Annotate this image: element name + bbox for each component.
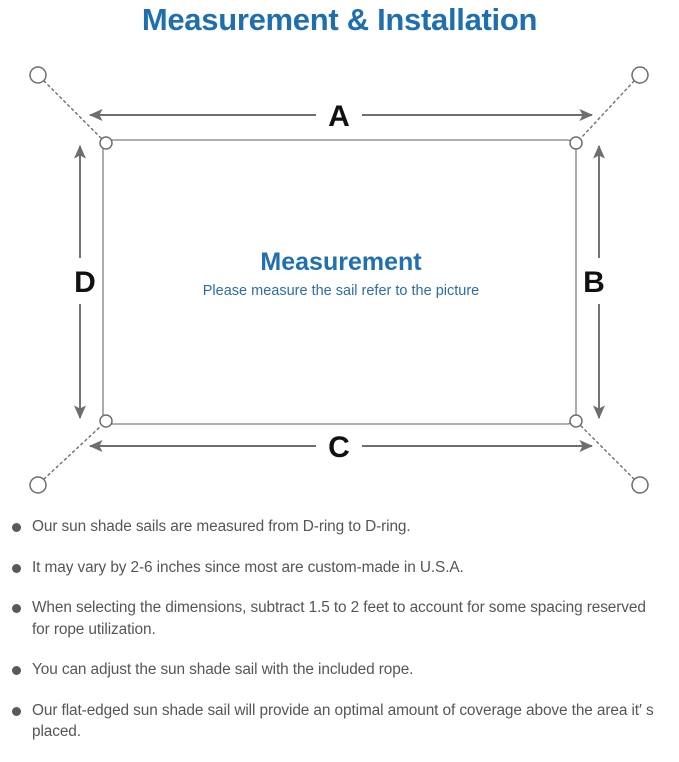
d-ring-bottom-left: [99, 414, 113, 428]
anchor-ring-bottom-right: [631, 476, 649, 494]
bullet-icon: [12, 706, 21, 716]
d-ring-top-left: [99, 136, 113, 150]
rope-line-bottom-left: [43, 425, 102, 480]
d-ring-top-right: [569, 136, 583, 150]
list-item: When selecting the dimensions, subtract …: [0, 597, 679, 640]
bullet-icon: [12, 523, 21, 532]
anchor-rings: [29, 66, 649, 494]
list-item: Our sun shade sails are measured from D-…: [0, 516, 679, 538]
d-ring-bottom-right: [569, 414, 583, 428]
list-item: You can adjust the sun shade sail with t…: [0, 659, 679, 681]
page-root: Measurement & Installation: [12, 2, 654, 740]
center-subtext: Please measure the sail refer to the pic…: [203, 283, 479, 299]
anchor-ring-top-left: [29, 66, 47, 84]
note-text: Our sun shade sails are measured from D-…: [32, 518, 411, 535]
list-item: Our flat-edged sun shade sail will provi…: [0, 700, 679, 743]
note-text: When selecting the dimensions, subtract …: [32, 599, 646, 638]
page-title: Measurement & Installation: [141, 2, 538, 37]
note-text: Our flat-edged sun shade sail will provi…: [32, 701, 654, 741]
shade-sail-body: [102, 139, 577, 425]
note-text: You can adjust the sun shade sail with t…: [32, 661, 414, 678]
dimension-label-a: A: [328, 100, 350, 133]
bullet-icon: [12, 604, 21, 613]
notes-list: Our sun shade sails are measured from D-…: [0, 516, 679, 762]
anchor-ring-bottom-left: [29, 476, 47, 494]
bullet-icon: [12, 666, 21, 675]
bullet-icon: [12, 563, 21, 573]
dimension-label-c: C: [328, 431, 350, 464]
d-rings: [99, 136, 583, 428]
sail-measurement-diagram: A C D B Measurement Please measure the s…: [29, 66, 649, 494]
rope-line-top-right: [580, 80, 635, 139]
list-item: It may vary by 2-6 inches since most are…: [0, 557, 679, 579]
rope-line-top-left: [43, 80, 102, 139]
anchor-ring-top-right: [631, 66, 649, 84]
dimension-arrows: [73, 108, 606, 453]
dimension-label-b: B: [583, 266, 605, 299]
center-heading: Measurement: [260, 248, 422, 276]
rope-lines: [43, 80, 635, 480]
dimension-label-d: D: [74, 266, 96, 299]
note-text: It may vary by 2-6 inches since most are…: [32, 558, 464, 576]
rope-line-bottom-right: [580, 425, 635, 480]
